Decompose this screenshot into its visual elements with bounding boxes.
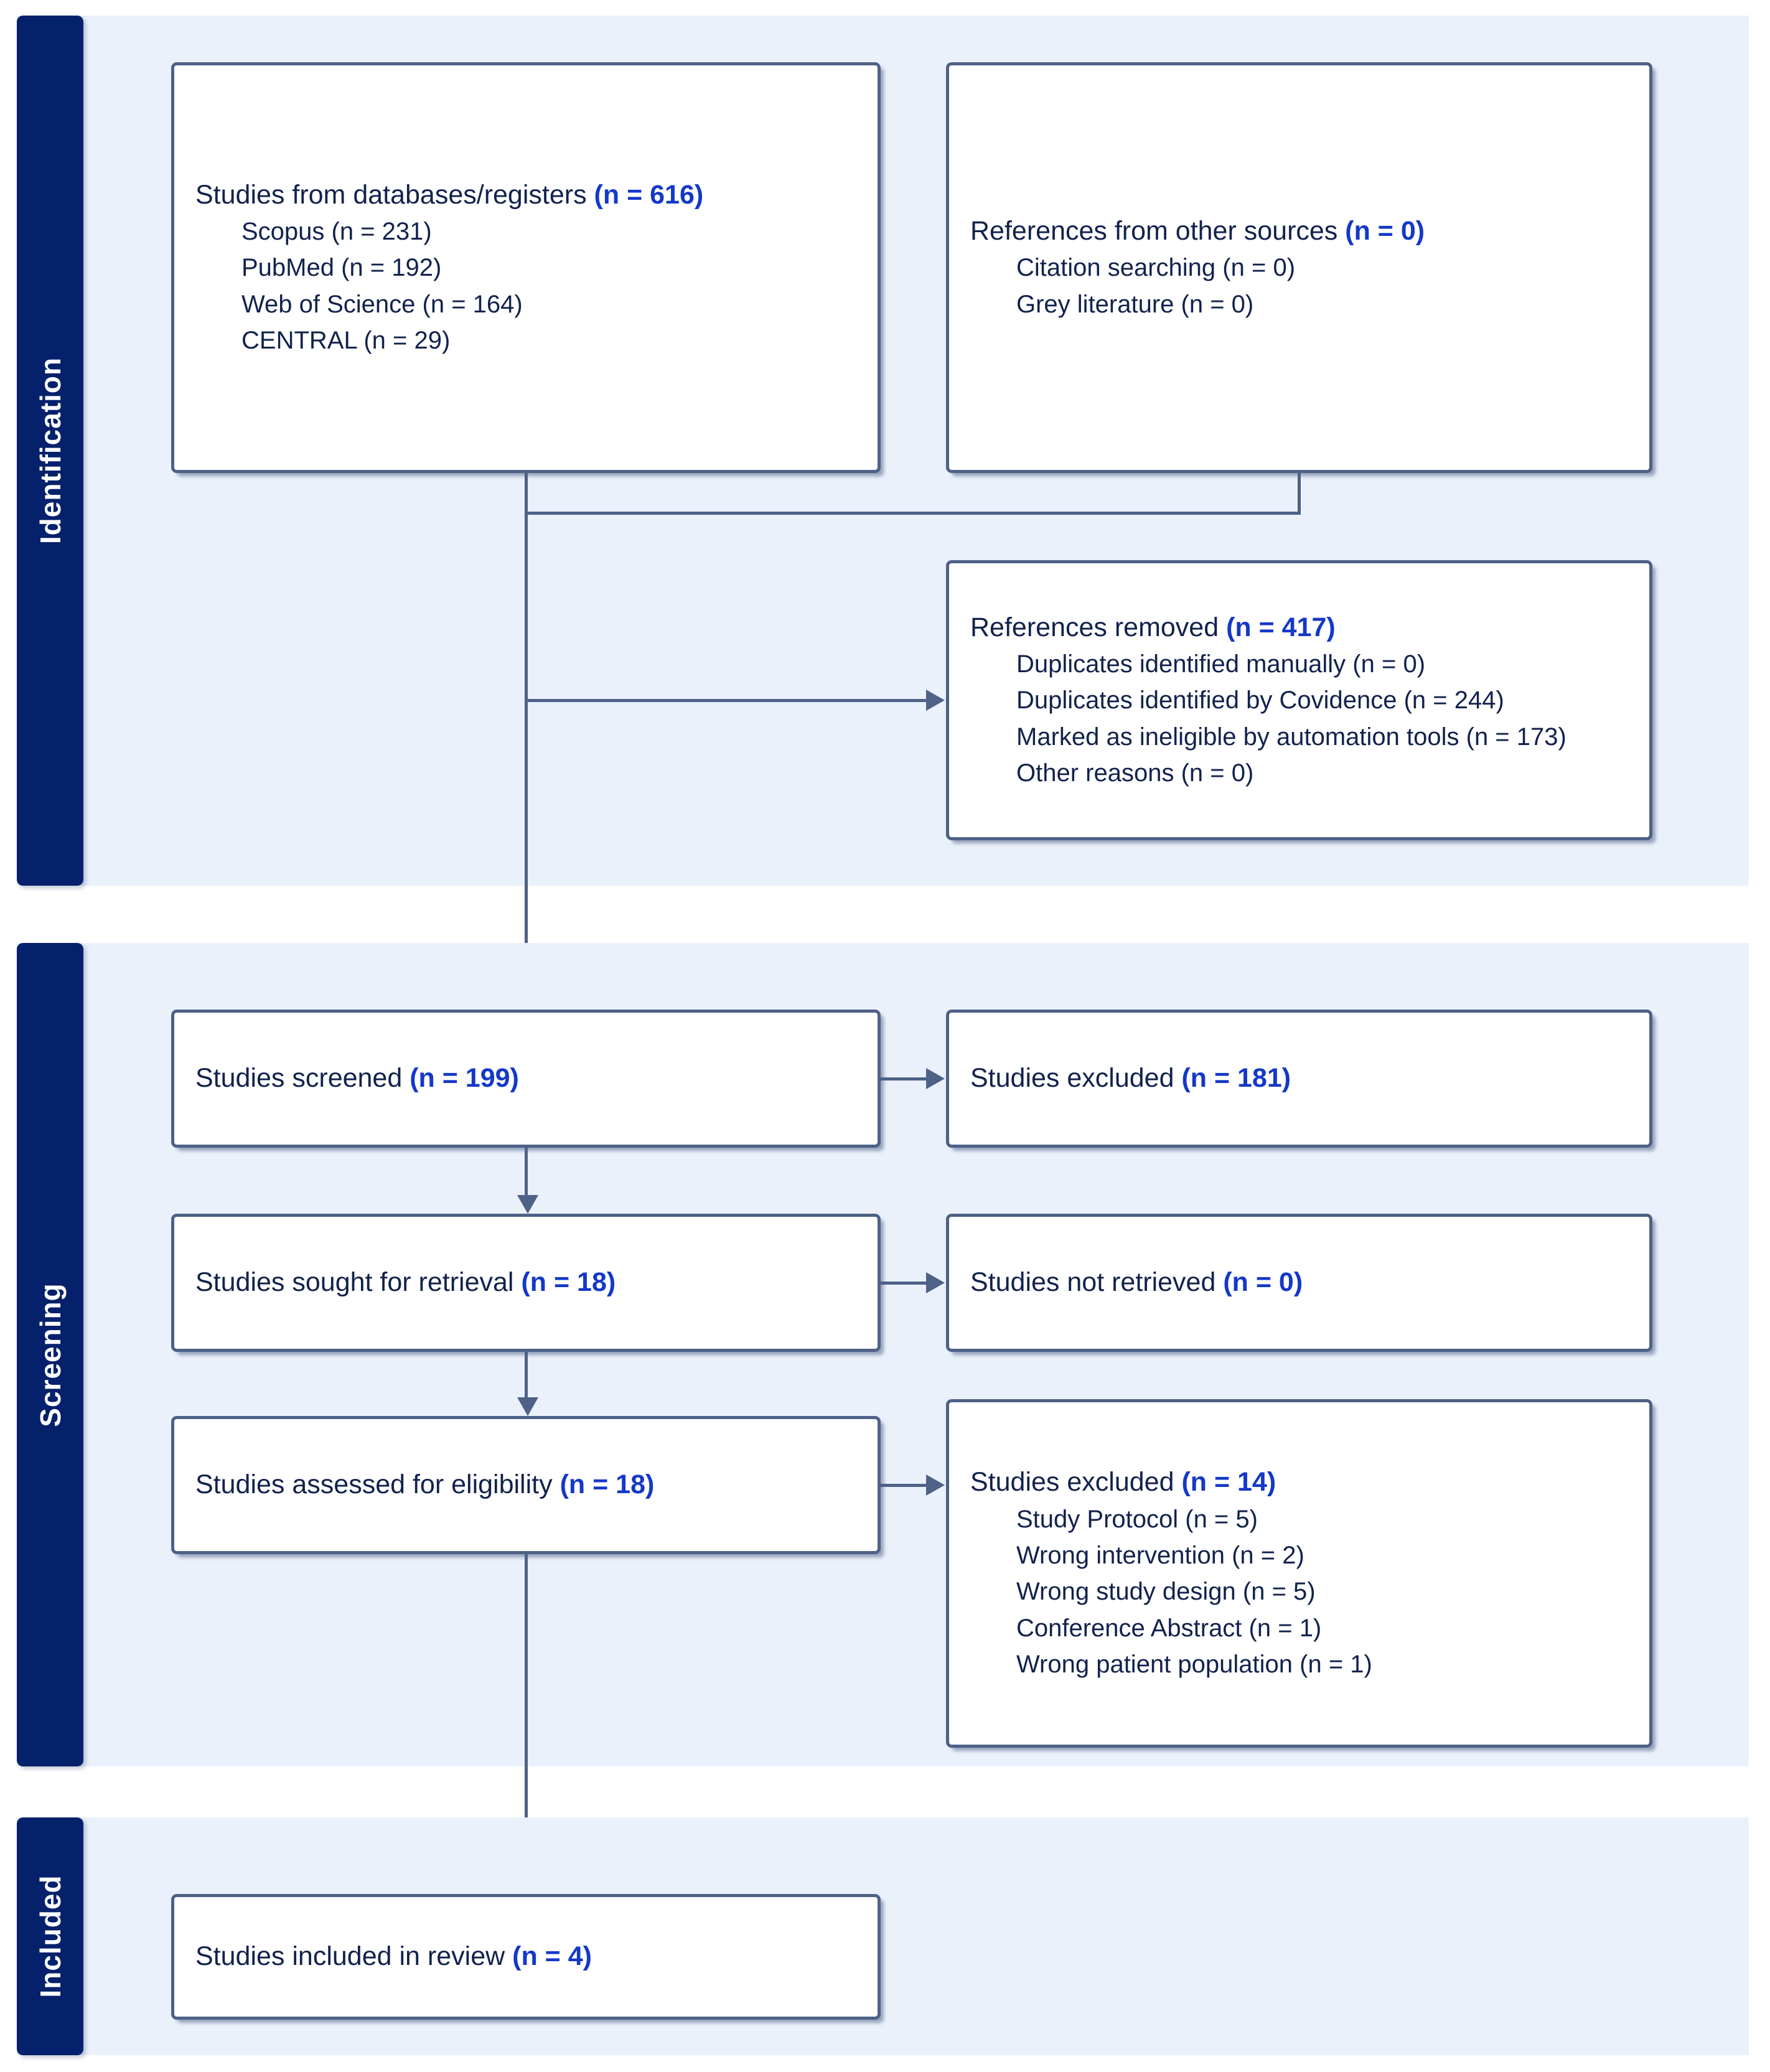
- excluded-reason-item: Wrong patient population (n = 1): [1016, 1651, 1372, 1679]
- databases-item: PubMed (n = 192): [241, 254, 442, 282]
- connector-to-references-removed: [525, 699, 926, 702]
- other-sources-item: Citation searching (n = 0): [1016, 254, 1296, 282]
- arrowhead-to-assessed-eligibility: [517, 1397, 538, 1416]
- box-studies-excluded-screening: Studies excluded (n = 181): [946, 1010, 1652, 1148]
- excluded-reason-item: Conference Abstract (n = 1): [1016, 1614, 1322, 1642]
- box-databases-registers: Studies from databases/registers (n = 61…: [171, 62, 881, 473]
- references-removed-item: Duplicates identified manually (n = 0): [1016, 650, 1426, 678]
- arrowhead-to-sought-retrieval: [517, 1195, 538, 1214]
- box-studies-not-retrieved: Studies not retrieved (n = 0): [946, 1214, 1652, 1352]
- box-studies-excluded-eligibility: Studies excluded (n = 14) Study Protocol…: [946, 1399, 1652, 1748]
- other-sources-item: Grey literature (n = 0): [1016, 290, 1254, 318]
- references-removed-item: Duplicates identified by Covidence (n = …: [1016, 687, 1504, 715]
- studies-screened-title: Studies screened (n = 199): [195, 1063, 519, 1094]
- connector-screened-to-excluded: [881, 1077, 926, 1081]
- identification-phase-label: Identification: [17, 16, 83, 886]
- included-review-title: Studies included in review (n = 4): [195, 1941, 592, 1972]
- connector-databases-down: [525, 473, 528, 512]
- identification-phase-text: Identification: [34, 357, 67, 545]
- box-studies-screened: Studies screened (n = 199): [171, 1010, 881, 1148]
- references-removed-item: Marked as ineligible by automation tools…: [1016, 723, 1566, 751]
- box-studies-included-in-review: Studies included in review (n = 4): [171, 1894, 881, 2020]
- references-removed-title: References removed (n = 417): [970, 612, 1336, 642]
- connector-sought-to-assessed: [525, 1352, 528, 1397]
- assessed-eligibility-title: Studies assessed for eligibility (n = 18…: [195, 1470, 655, 1500]
- connector-merge-bar: [525, 512, 1301, 515]
- connector-sought-to-not-retrieved: [881, 1282, 926, 1285]
- databases-item: Web of Science (n = 164): [241, 290, 523, 318]
- studies-excluded-screening-title: Studies excluded (n = 181): [970, 1063, 1291, 1094]
- connector-spine-to-screening: [525, 699, 528, 980]
- box-references-removed: References removed (n = 417) Duplicates …: [946, 560, 1652, 840]
- sought-retrieval-title: Studies sought for retrieval (n = 18): [195, 1267, 616, 1298]
- databases-item: Scopus (n = 231): [241, 217, 432, 245]
- other-sources-title: References from other sources (n = 0): [970, 215, 1425, 246]
- databases-title: Studies from databases/registers (n = 61…: [195, 179, 704, 210]
- references-removed-item: Other reasons (n = 0): [1016, 759, 1254, 787]
- connector-other-sources-down: [1298, 473, 1301, 512]
- arrowhead-sought-to-not-retrieved: [926, 1272, 945, 1293]
- excluded-reason-item: Wrong study design (n = 5): [1016, 1578, 1316, 1606]
- studies-excluded-eligibility-title: Studies excluded (n = 14): [970, 1467, 1276, 1498]
- connector-merge-down: [525, 512, 528, 700]
- arrowhead-assessed-to-excluded: [926, 1474, 945, 1496]
- screening-phase-label: Screening: [17, 943, 83, 1766]
- excluded-reason-item: Wrong intervention (n = 2): [1016, 1542, 1304, 1570]
- box-assessed-for-eligibility: Studies assessed for eligibility (n = 18…: [171, 1416, 881, 1554]
- box-other-sources: References from other sources (n = 0) Ci…: [946, 62, 1652, 473]
- box-sought-for-retrieval: Studies sought for retrieval (n = 18): [171, 1214, 881, 1352]
- connector-screened-to-sought: [525, 1148, 528, 1195]
- screening-phase-text: Screening: [34, 1282, 67, 1427]
- connector-spine-to-included: [525, 1554, 528, 1876]
- excluded-reason-item: Study Protocol (n = 5): [1016, 1505, 1258, 1533]
- arrowhead-to-references-removed: [926, 690, 945, 711]
- arrowhead-screened-to-excluded: [926, 1068, 945, 1089]
- connector-assessed-to-excluded: [881, 1484, 926, 1487]
- not-retrieved-title: Studies not retrieved (n = 0): [970, 1267, 1303, 1298]
- included-phase-label: Included: [17, 1817, 83, 2055]
- included-phase-text: Included: [34, 1875, 67, 1998]
- databases-item: CENTRAL (n = 29): [241, 327, 451, 355]
